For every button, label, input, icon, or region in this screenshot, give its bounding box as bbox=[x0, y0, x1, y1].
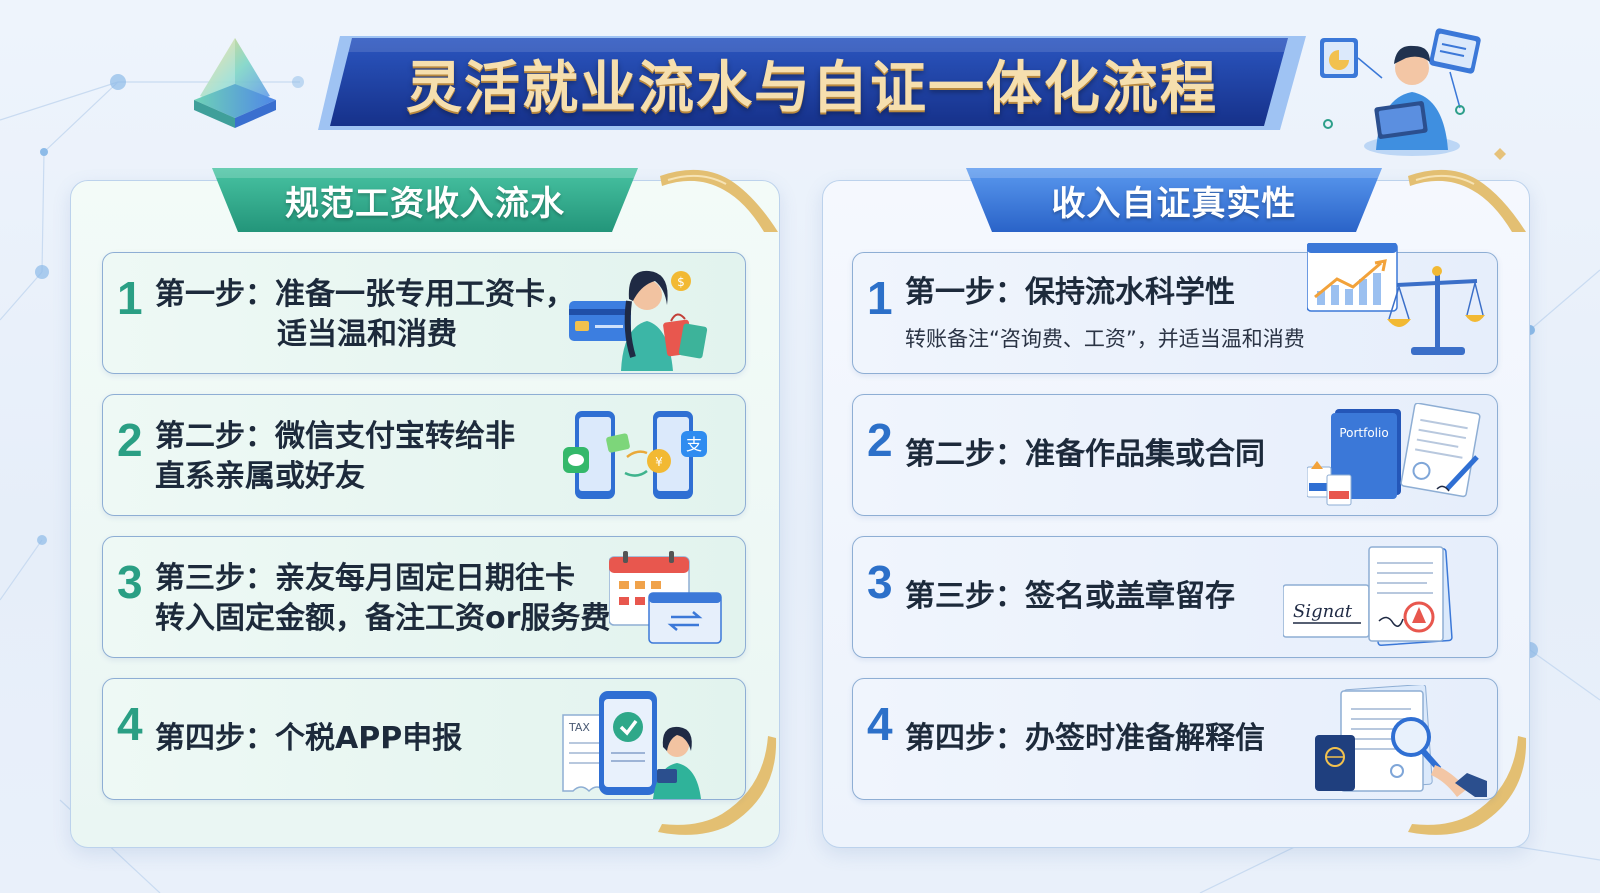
right-step-1-subtext: 转账备注“咨询费、工资”，并适当温和消费 bbox=[905, 327, 1305, 351]
svg-text:¥: ¥ bbox=[655, 455, 663, 469]
left-panel-heading: 规范工资收入流水 bbox=[285, 183, 565, 224]
page-title: 灵活就业流水与自证一体化流程 bbox=[406, 55, 1218, 121]
left-step-card-2: 2 第二步：微信支付宝转给非 直系亲属或好友 支 ¥ bbox=[102, 394, 746, 516]
right-step-3-line1: 第三步：签名或盖章留存 bbox=[905, 579, 1235, 614]
right-step-text-4: 第四步：办签时准备解释信 bbox=[905, 719, 1265, 759]
ribbon-bottom-right-right-panel bbox=[1408, 736, 1527, 835]
tax-label: TAX bbox=[568, 721, 590, 734]
left-step-2-line2: 直系亲属或好友 bbox=[155, 459, 365, 494]
svg-text:$: $ bbox=[677, 275, 685, 289]
right-step-card-2: 2 第二步：准备作品集或合同 Portfolio bbox=[852, 394, 1498, 516]
right-step-number-4: 4 bbox=[867, 698, 893, 750]
right-step-text-3: 第三步：签名或盖章留存 bbox=[905, 577, 1235, 617]
left-step-3-line1: 第三步：亲友每月固定日期往卡 bbox=[155, 561, 575, 596]
wechat-alipay-transfer-icon: 支 ¥ bbox=[563, 411, 707, 499]
right-step-card-3: 3 第三步：签名或盖章留存 Signat bbox=[852, 536, 1498, 658]
left-step-3-line2: 转入固定金额，备注工资or服务费 bbox=[155, 601, 611, 636]
left-step-4-line1: 第四步：个税APP申报 bbox=[155, 721, 463, 756]
chart-scale-icon bbox=[1307, 243, 1485, 355]
left-step-text-3: 第三步：亲友每月固定日期往卡 转入固定金额，备注工资or服务费 bbox=[155, 559, 610, 639]
left-step-number-4: 4 bbox=[117, 698, 143, 750]
ribbon-top-right-left-panel bbox=[660, 169, 778, 232]
right-step-number-2: 2 bbox=[867, 414, 893, 466]
signature-seal-icon: Signat bbox=[1283, 546, 1453, 647]
prism-logo-icon bbox=[194, 38, 276, 128]
right-step-number-1: 1 bbox=[867, 272, 893, 324]
left-step-number-2: 2 bbox=[117, 414, 143, 466]
right-step-text-2: 第二步：准备作品集或合同 bbox=[905, 435, 1265, 475]
right-panel-heading: 收入自证真实性 bbox=[1051, 183, 1297, 224]
ribbon-bottom-right-left-panel bbox=[658, 736, 777, 835]
right-step-1-line1: 第一步：保持流水科学性 bbox=[905, 275, 1235, 310]
left-step-text-4: 第四步：个税APP申报 bbox=[155, 719, 462, 759]
left-step-1-line1: 第一步：准备一张专用工资卡， bbox=[155, 277, 575, 312]
portfolio-contract-icon: Portfolio bbox=[1307, 403, 1481, 506]
right-step-text-1: 第一步：保持流水科学性 bbox=[905, 273, 1235, 313]
left-step-number-1: 1 bbox=[117, 272, 143, 324]
right-step-4-line1: 第四步：办签时准备解释信 bbox=[905, 721, 1265, 756]
worker-laptop-icon bbox=[1320, 28, 1481, 156]
right-step-card-4: 4 第四步：办签时准备解释信 bbox=[852, 678, 1498, 800]
title-banner: 灵活就业流水与自证一体化流程 bbox=[318, 34, 1306, 132]
left-step-card-4: 4 第四步：个税APP申报 TAX bbox=[102, 678, 746, 800]
signature-label: Signat bbox=[1293, 601, 1353, 622]
ribbon-top-right-right-panel bbox=[1408, 169, 1526, 232]
right-step-number-3: 3 bbox=[867, 556, 893, 608]
right-panel-heading-tab: 收入自证真实性 bbox=[966, 168, 1382, 232]
left-step-card-1: 1 第一步：准备一张专用工资卡， 适当温和消费 $ bbox=[102, 252, 746, 374]
right-step-2-line1: 第二步：准备作品集或合同 bbox=[905, 437, 1265, 472]
svg-text:支: 支 bbox=[686, 435, 702, 454]
left-step-card-3: 3 第三步：亲友每月固定日期往卡 转入固定金额，备注工资or服务费 bbox=[102, 536, 746, 658]
passport-letter-magnifier-icon bbox=[1315, 685, 1487, 797]
left-step-1-line2: 适当温和消费 bbox=[277, 317, 457, 352]
left-panel-heading-tab: 规范工资收入流水 bbox=[212, 168, 638, 232]
credit-card-shopping-icon: $ bbox=[569, 270, 708, 371]
right-step-card-1: 1 第一步：保持流水科学性 转账备注“咨询费、工资”，并适当温和消费 bbox=[852, 243, 1498, 374]
calendar-transfer-icon bbox=[609, 551, 722, 644]
left-step-text-1: 第一步：准备一张专用工资卡， 适当温和消费 bbox=[155, 275, 575, 355]
left-step-number-3: 3 bbox=[117, 556, 143, 608]
portfolio-label: Portfolio bbox=[1339, 426, 1388, 440]
left-step-2-line1: 第二步：微信支付宝转给非 bbox=[155, 419, 515, 454]
left-step-text-2: 第二步：微信支付宝转给非 直系亲属或好友 bbox=[155, 417, 515, 497]
tax-app-icon: TAX bbox=[562, 691, 701, 799]
